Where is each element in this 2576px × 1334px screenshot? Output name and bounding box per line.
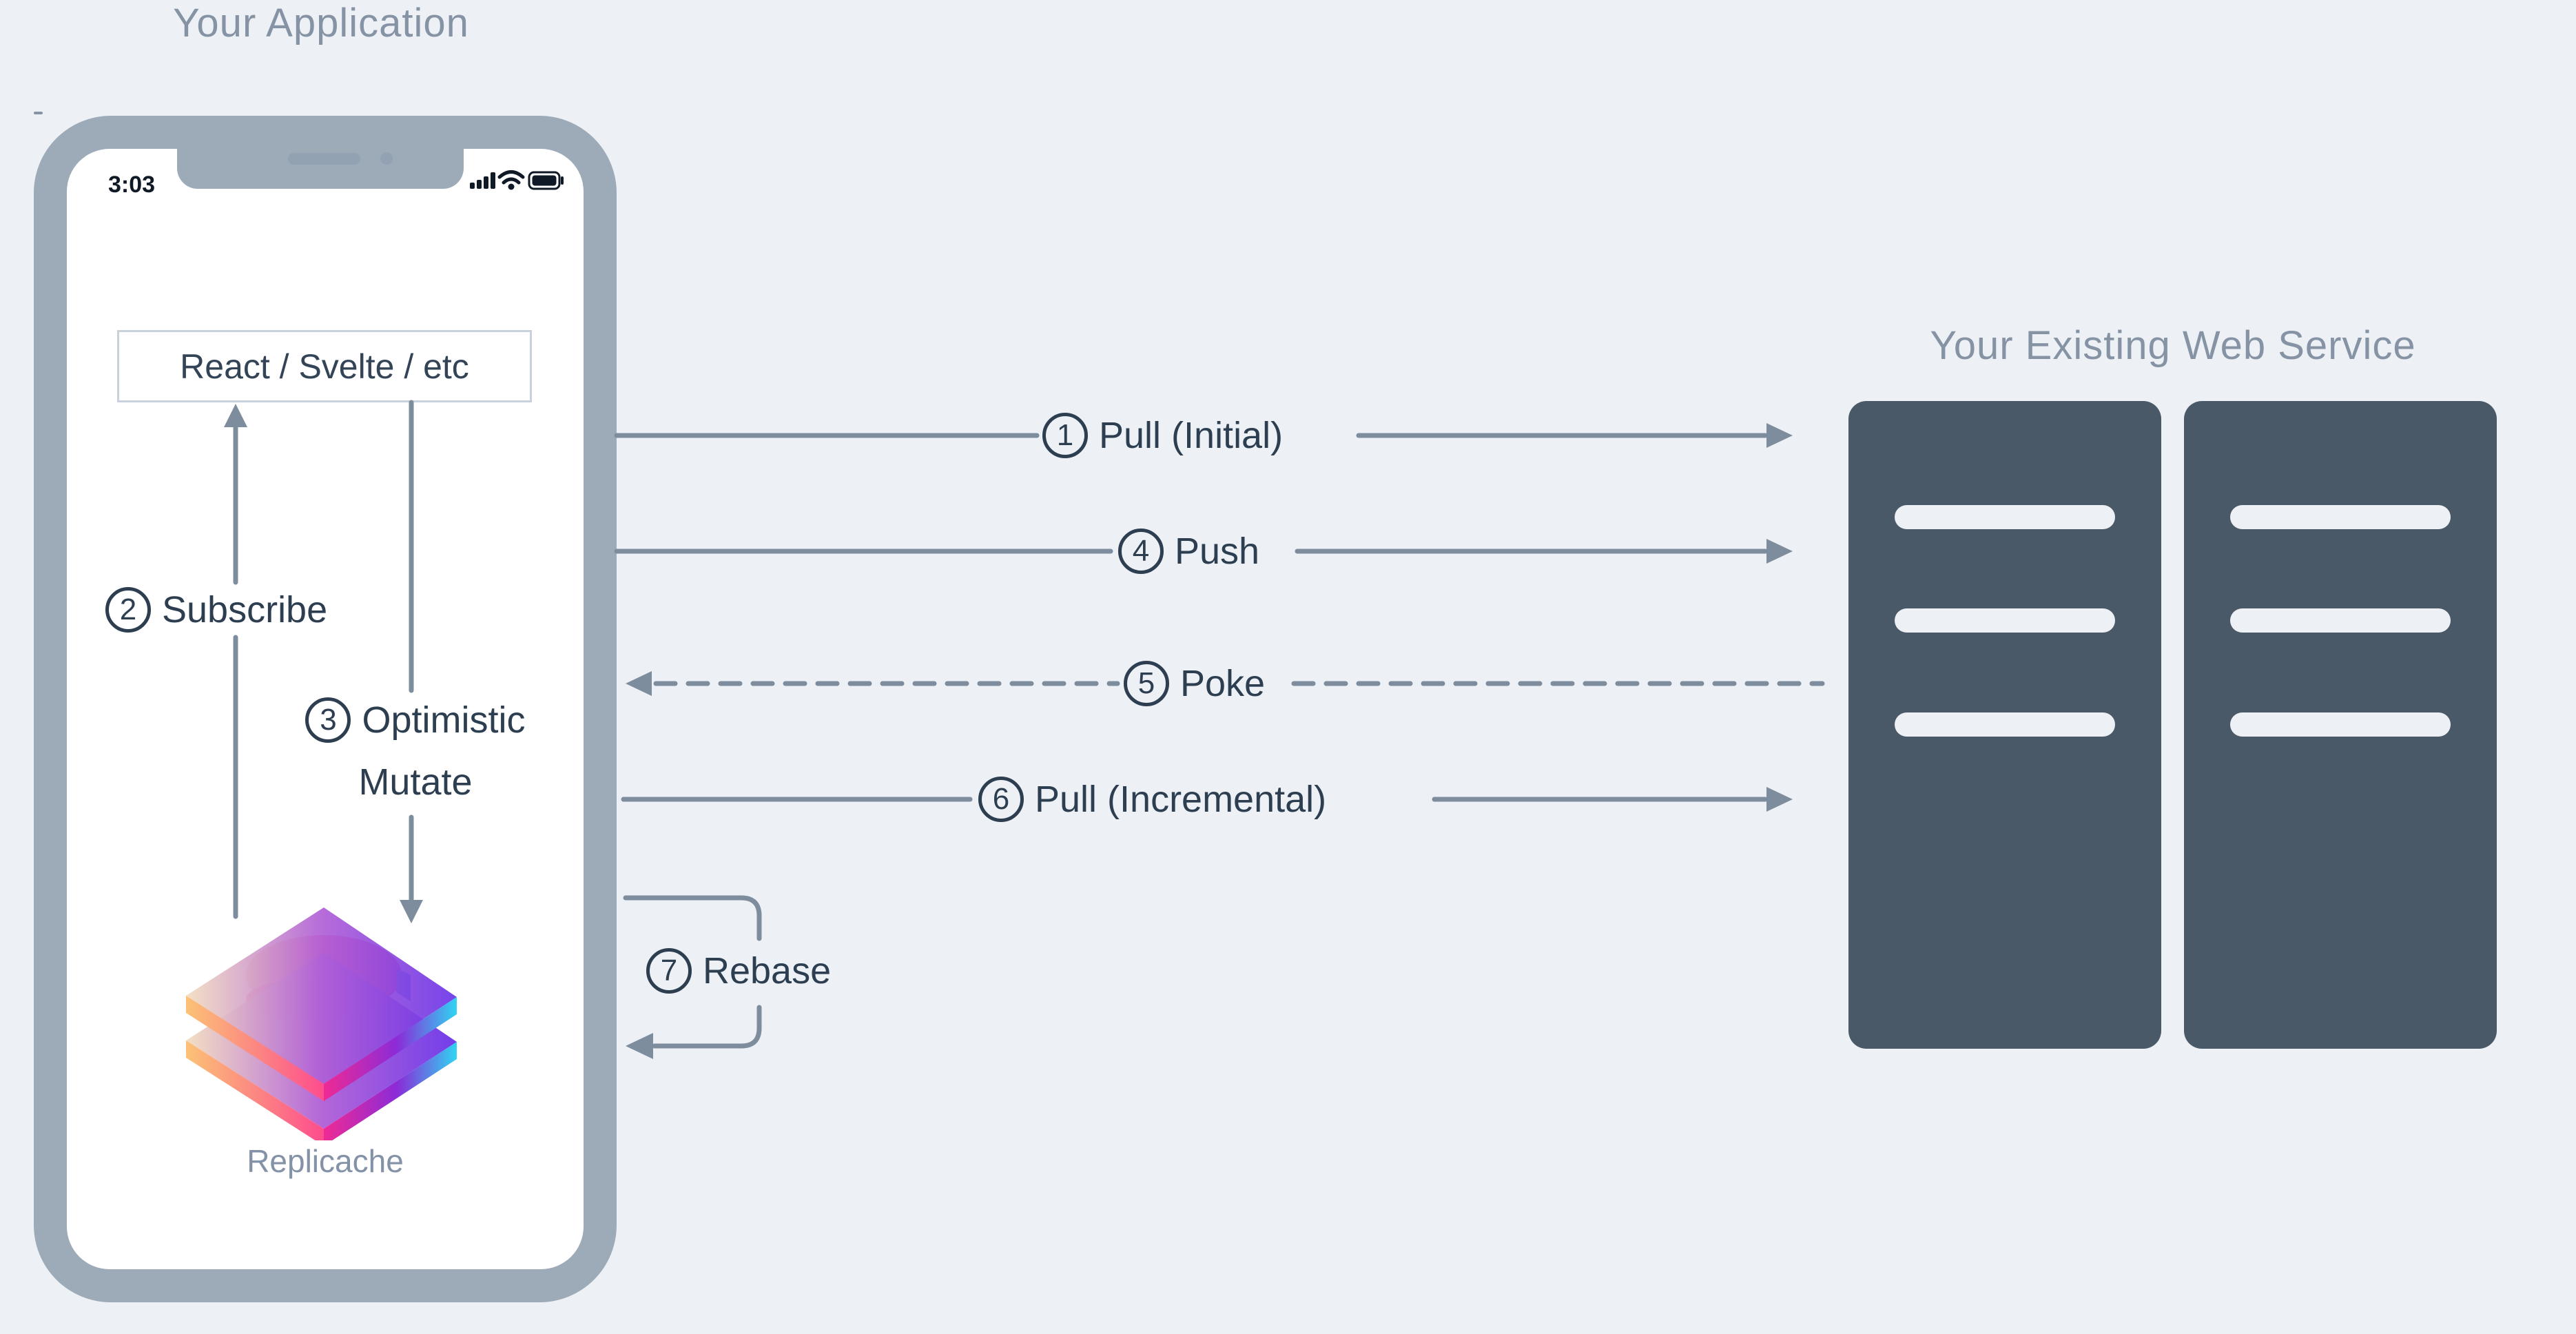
step-number-badge: 2: [105, 587, 151, 633]
server-slat: [2230, 712, 2451, 737]
application-section-title: Your Application: [173, 1, 469, 45]
camera-icon: [380, 152, 393, 165]
status-bar-time: 3:03: [107, 172, 156, 198]
flow-label-text: Mutate: [358, 761, 473, 803]
step-number-badge: 1: [1042, 413, 1088, 458]
replicache-caption: Replicache: [247, 1143, 404, 1179]
server-rack: [1848, 401, 2161, 1049]
step-number-badge: 6: [978, 777, 1024, 822]
server-slat: [1895, 608, 2115, 633]
flow-label-subscribe: 2 Subscribe: [105, 587, 327, 633]
flow-label-poke: 5 Poke: [1124, 661, 1265, 706]
arrowhead-left: [626, 671, 652, 696]
rebase-bracket-line: [652, 1005, 762, 1049]
arrowhead-right: [1766, 423, 1793, 448]
server-slat: [2230, 505, 2451, 529]
flow-label-text: Poke: [1180, 663, 1266, 704]
step-number-badge: 7: [646, 948, 692, 994]
arrowhead-right: [1766, 539, 1793, 564]
flow-label-pull-initial: 1 Pull (Initial): [1042, 413, 1283, 458]
wifi-icon: [497, 170, 525, 190]
flow-label-text: Subscribe: [162, 589, 328, 630]
logo-layer-1: [186, 907, 457, 1101]
status-bar-icons: [470, 170, 564, 190]
server-slat: [1895, 712, 2115, 737]
arrowhead-left: [626, 1033, 653, 1059]
arrowhead-down: [400, 900, 423, 923]
flow-label-push: 4 Push: [1118, 529, 1259, 574]
step-number-badge: 3: [305, 697, 351, 743]
flow-label-pull-incremental: 6 Pull (Incremental): [978, 777, 1326, 822]
flow-label-optimistic-mutate: 3 Optimistic Mutate: [278, 697, 553, 803]
flow-label-text: Push: [1175, 531, 1260, 572]
signal-icon: [470, 172, 495, 189]
server-slat: [2230, 608, 2451, 633]
server-slat: [1895, 505, 2115, 529]
web-service-section-title: Your Existing Web Service: [1930, 323, 2416, 368]
step-number-badge: 5: [1124, 661, 1169, 706]
battery-icon: [528, 171, 564, 190]
flow-label-rebase: 7 Rebase: [646, 948, 831, 994]
flow-label-text: Rebase: [703, 950, 832, 992]
stray-dash-mark: [34, 112, 43, 114]
server-rack: [2184, 401, 2497, 1049]
speaker-icon: [288, 153, 360, 165]
flow-label-text: Pull (Initial): [1099, 415, 1284, 456]
arrowhead-right: [1766, 787, 1793, 812]
rebase-bracket-line: [623, 895, 762, 941]
flow-label-text: Pull (Incremental): [1035, 779, 1327, 820]
replicache-logo: [186, 907, 457, 1140]
arrowhead-up: [224, 404, 247, 427]
flow-label-text: Optimistic: [362, 699, 526, 741]
step-number-badge: 4: [1118, 529, 1164, 574]
framework-box: React / Svelte / etc: [117, 330, 532, 402]
